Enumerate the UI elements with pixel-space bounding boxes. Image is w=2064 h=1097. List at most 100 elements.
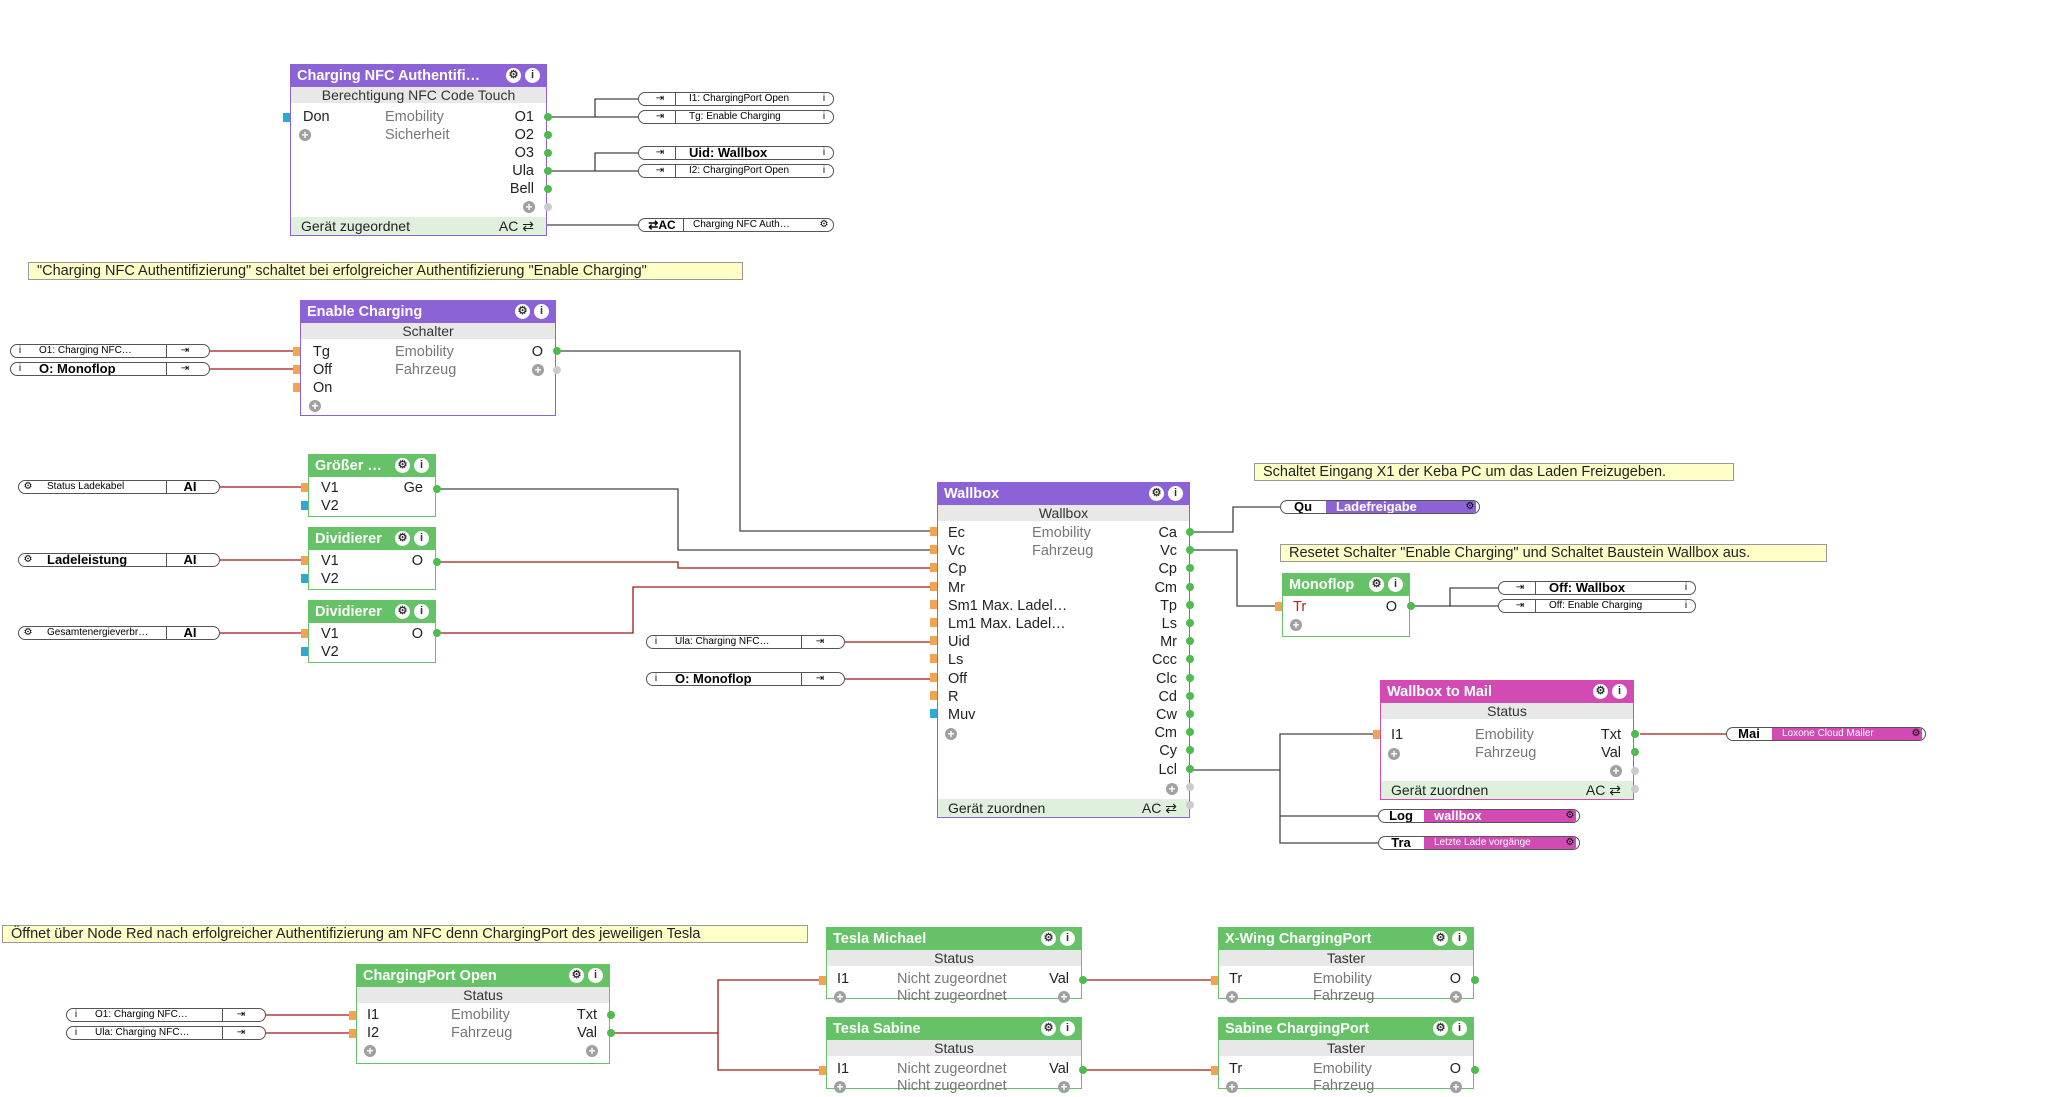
output-pin[interactable] (1186, 728, 1194, 737)
gear-icon[interactable]: ⚙ (23, 554, 33, 565)
greater-block[interactable]: Größer … ⚙ i V1 V2 Ge (308, 454, 436, 517)
input-pin[interactable] (1211, 976, 1218, 985)
output-pin[interactable] (1186, 783, 1194, 791)
output-pin[interactable] (1186, 600, 1194, 609)
plus-icon[interactable]: + (945, 728, 957, 740)
output-pin[interactable] (1186, 801, 1194, 809)
divider-block[interactable]: Dividierer ⚙ i V1 V2 O (308, 600, 436, 663)
tesla-michael-block[interactable]: Tesla Michael ⚙ i Status I1 Nicht zugeor… (826, 927, 1082, 1004)
virtual-input-ref[interactable]: i Ula: Charging NFC… ⇥ (66, 1026, 266, 1040)
output-pin[interactable] (1186, 691, 1194, 700)
info-icon[interactable]: i (1168, 486, 1183, 501)
output-pin[interactable] (1186, 673, 1194, 682)
info-icon[interactable]: i (822, 165, 826, 176)
plus-icon[interactable]: + (1058, 1081, 1070, 1093)
digital-output-ref[interactable]: Qu Ladefreigabe ⚙ (1280, 500, 1480, 514)
input-pin[interactable] (930, 618, 937, 627)
info-icon[interactable]: i (534, 304, 549, 319)
plus-icon[interactable]: + (309, 400, 321, 412)
plus-icon[interactable]: + (834, 991, 846, 1003)
info-icon[interactable]: i (822, 93, 826, 104)
analog-input-ref[interactable]: ⚙ Status Ladekabel AI (18, 480, 220, 494)
gear-icon[interactable]: ⚙ (1465, 501, 1475, 512)
output-pin[interactable] (1186, 710, 1194, 718)
tracker-ref[interactable]: Tra Letzte Lade vorgänge ⚙ (1378, 836, 1580, 850)
virtual-input-ref[interactable]: i O: Monoflop ⇥ (646, 672, 845, 686)
wallbox-to-mail-block[interactable]: Wallbox to Mail ⚙ i Status I1 Emobility … (1380, 680, 1634, 800)
input-pin[interactable] (301, 647, 308, 656)
input-pin[interactable] (930, 527, 937, 536)
output-pin[interactable] (553, 347, 561, 355)
output-pin[interactable] (433, 629, 441, 637)
plus-icon[interactable]: + (532, 364, 544, 376)
output-pin[interactable] (1471, 1066, 1479, 1074)
gear-icon[interactable]: ⚙ (569, 968, 584, 983)
gear-icon[interactable]: ⚙ (1041, 931, 1056, 946)
input-pin[interactable] (930, 581, 937, 591)
output-pin[interactable] (544, 167, 552, 175)
virtual-output-ref[interactable]: ⇥ Off: Wallbox i (1498, 581, 1696, 595)
output-pin[interactable] (544, 131, 552, 139)
gear-icon[interactable]: ⚙ (506, 68, 521, 83)
info-icon[interactable]: i (18, 363, 22, 374)
info-icon[interactable]: i (822, 147, 826, 158)
info-icon[interactable]: i (1388, 577, 1403, 592)
input-pin[interactable] (293, 383, 300, 392)
plus-icon[interactable]: + (299, 129, 311, 141)
info-icon[interactable]: i (525, 68, 540, 83)
output-pin[interactable] (433, 558, 441, 566)
output-pin[interactable] (1186, 528, 1194, 536)
input-pin[interactable] (930, 636, 937, 646)
plus-icon[interactable]: + (1610, 765, 1622, 777)
input-pin[interactable] (930, 709, 937, 718)
virtual-output-ref[interactable]: ⇥ Uid: Wallbox i (638, 146, 834, 160)
virtual-output-ref[interactable]: ⇥ I1: ChargingPort Open i (638, 92, 834, 106)
enable-charging-block[interactable]: Enable Charging ⚙ i Schalter Tg Off On E… (300, 300, 556, 416)
virtual-input-ref[interactable]: i O1: Charging NFC… ⇥ (66, 1008, 266, 1022)
input-pin[interactable] (293, 365, 300, 374)
output-pin[interactable] (1186, 564, 1194, 573)
info-icon[interactable]: i (74, 1027, 78, 1038)
plus-icon[interactable]: + (1388, 748, 1400, 760)
mailer-output-ref[interactable]: Mai Loxone Cloud Mailer ⚙ (1726, 727, 1926, 741)
info-icon[interactable]: i (1452, 1021, 1467, 1036)
info-icon[interactable]: i (1060, 931, 1075, 946)
info-icon[interactable]: i (74, 1009, 78, 1020)
virtual-input-ref[interactable]: i Ula: Charging NFC… ⇥ (646, 635, 845, 649)
output-pin[interactable] (607, 1029, 615, 1037)
output-pin[interactable] (553, 366, 561, 374)
plus-icon[interactable]: + (1058, 991, 1070, 1003)
input-pin[interactable] (1373, 730, 1380, 739)
plus-icon[interactable]: + (1290, 619, 1302, 631)
gear-icon[interactable]: ⚙ (1433, 931, 1448, 946)
plus-icon[interactable]: + (1226, 1081, 1238, 1093)
output-pin[interactable] (1186, 619, 1194, 627)
info-icon[interactable]: i (1684, 600, 1688, 611)
access-control-ref[interactable]: ⇄AC Charging NFC Auth… ⚙ (638, 218, 834, 232)
output-pin[interactable] (544, 203, 552, 211)
output-pin[interactable] (1186, 637, 1194, 646)
output-pin[interactable] (1186, 546, 1194, 555)
plus-icon[interactable]: + (834, 1081, 846, 1093)
nfc-auth-block[interactable]: Charging NFC Authentifi… ⚙ i Berechtigun… (290, 64, 547, 236)
plus-icon[interactable]: + (1450, 1081, 1462, 1093)
plus-icon[interactable]: + (364, 1045, 376, 1057)
output-pin[interactable] (544, 149, 552, 157)
virtual-output-ref[interactable]: ⇥ Off: Enable Charging i (1498, 599, 1696, 613)
logger-ref[interactable]: Log wallbox ⚙ (1378, 809, 1580, 823)
info-icon[interactable]: i (1612, 684, 1627, 699)
output-pin[interactable] (433, 485, 441, 493)
input-pin[interactable] (301, 501, 308, 510)
input-pin[interactable] (301, 629, 308, 638)
output-pin[interactable] (1407, 602, 1415, 610)
output-pin[interactable] (1186, 746, 1194, 755)
gear-icon[interactable]: ⚙ (819, 219, 829, 230)
input-pin[interactable] (293, 347, 300, 356)
input-pin[interactable] (930, 654, 937, 664)
analog-input-ref[interactable]: ⚙ Ladeleistung AI (18, 553, 220, 567)
gear-icon[interactable]: ⚙ (1911, 728, 1921, 739)
virtual-output-ref[interactable]: ⇥ I2: ChargingPort Open i (638, 164, 834, 178)
gear-icon[interactable]: ⚙ (1565, 810, 1575, 821)
analog-input-ref[interactable]: ⚙ Gesamtenergieverbr… AI (18, 626, 220, 640)
input-pin[interactable] (1275, 602, 1282, 611)
